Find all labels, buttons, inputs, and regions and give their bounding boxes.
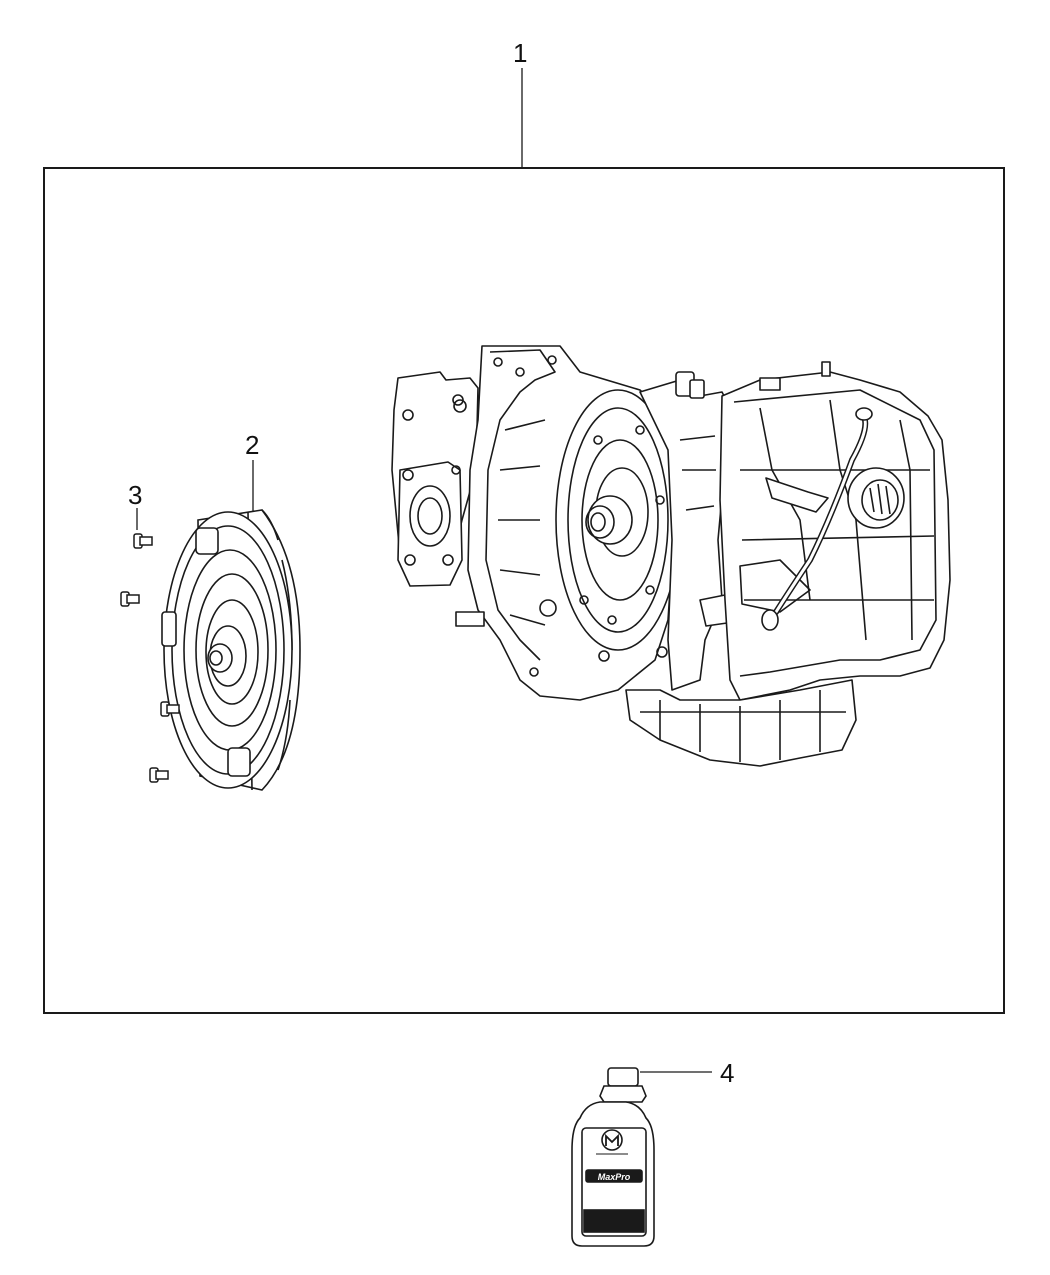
callout-3: 3 [128,480,143,510]
callout-2: 2 [245,430,260,460]
callout-4: 4 [720,1058,735,1088]
callout-1: 1 [513,38,528,68]
mopar-logo [601,1129,623,1151]
svg-text:MaxPro: MaxPro [598,1172,631,1182]
bolt-icon [120,533,180,783]
kit-frame [43,167,1005,1014]
torque-converter-icon [161,509,301,791]
transmission-assembly-icon [391,345,951,767]
fluid-bottle-icon: MaxPro [571,1067,655,1247]
